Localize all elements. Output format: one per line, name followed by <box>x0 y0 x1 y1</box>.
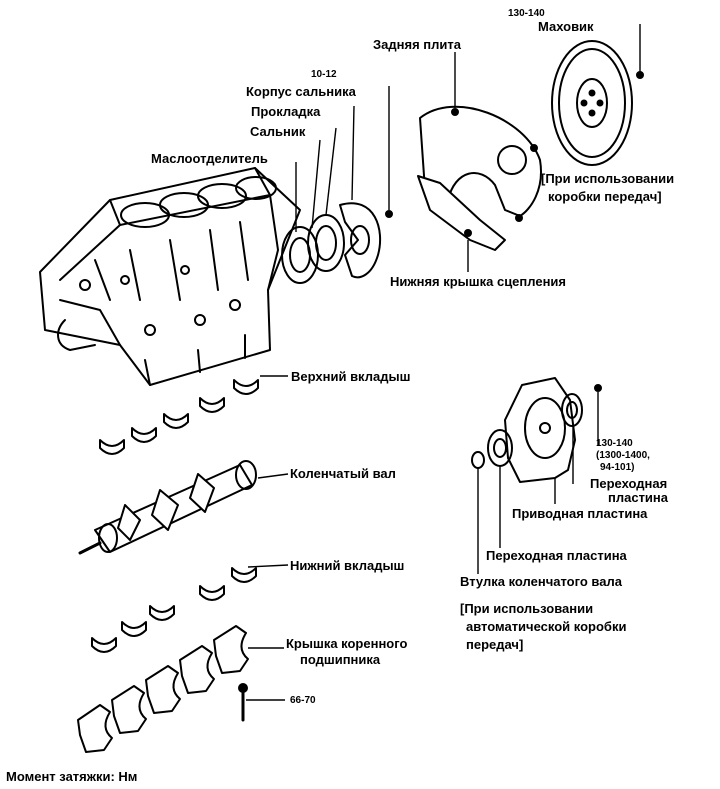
main-bearing-cap-label-line2: подшипника <box>300 652 381 667</box>
flywheel-drawing <box>551 40 644 166</box>
automatic-transmission-note-line2: автоматической коробки <box>466 619 627 634</box>
lower-clutch-cover-label: Нижняя крышка сцепления <box>390 274 567 289</box>
drive-plate-label: Приводная пластина <box>512 506 648 521</box>
automatic-transmission-parts-drawing <box>471 377 602 483</box>
automatic-transmission-note-line1: [При использовании <box>460 601 594 616</box>
seal-housing-label: Корпус сальника <box>246 84 356 99</box>
torque-drive-plate-line3: 94-101) <box>600 462 635 473</box>
main-bearing-caps-drawing <box>77 625 249 753</box>
crankshaft-bushing-label: Втулка коленчатого вала <box>460 574 622 589</box>
cylinder-block-drawing <box>39 167 301 386</box>
automatic-transmission-note-line3: передач] <box>466 637 524 652</box>
torque-drive-plate-line1: 130-140 <box>596 438 633 449</box>
upper-bearing-label: Верхний вкладыш <box>291 369 411 384</box>
seal-housing-drawing <box>281 202 393 284</box>
adapter-plate-lower-label: Переходная пластина <box>486 548 627 563</box>
manual-transmission-note-line2: коробки передач] <box>548 189 662 204</box>
adapter-plate-upper-label-line2: пластина <box>608 490 669 505</box>
lower-bearing-shells-drawing <box>91 567 257 653</box>
leader-lines <box>246 24 641 701</box>
crankshaft-drawing <box>78 460 257 555</box>
oil-separator-label: Маслоотделитель <box>151 151 268 166</box>
oil-seal-label: Сальник <box>250 124 306 139</box>
manual-transmission-note-line1: [При использовании <box>541 171 675 186</box>
torque-seal-housing: 10-12 <box>311 69 337 80</box>
torque-flywheel: 130-140 <box>508 8 545 19</box>
torque-unit-note: Момент затяжки: Нм <box>6 769 138 784</box>
rear-plate-drawing <box>417 105 542 251</box>
torque-drive-plate-line2: (1300-1400, <box>596 450 650 461</box>
upper-bearing-shells-drawing <box>99 379 259 455</box>
main-bearing-cap-label-line1: Крышка коренного <box>286 636 408 651</box>
adapter-plate-upper-label-line1: Переходная <box>590 476 668 491</box>
rear-plate-label: Задняя плита <box>373 37 461 52</box>
torque-cap-bolt: 66-70 <box>290 695 316 706</box>
gasket-label: Прокладка <box>251 104 321 119</box>
lower-bearing-label: Нижний вкладыш <box>290 558 405 573</box>
crankshaft-label: Коленчатый вал <box>290 466 396 481</box>
flywheel-label: Маховик <box>538 19 594 34</box>
